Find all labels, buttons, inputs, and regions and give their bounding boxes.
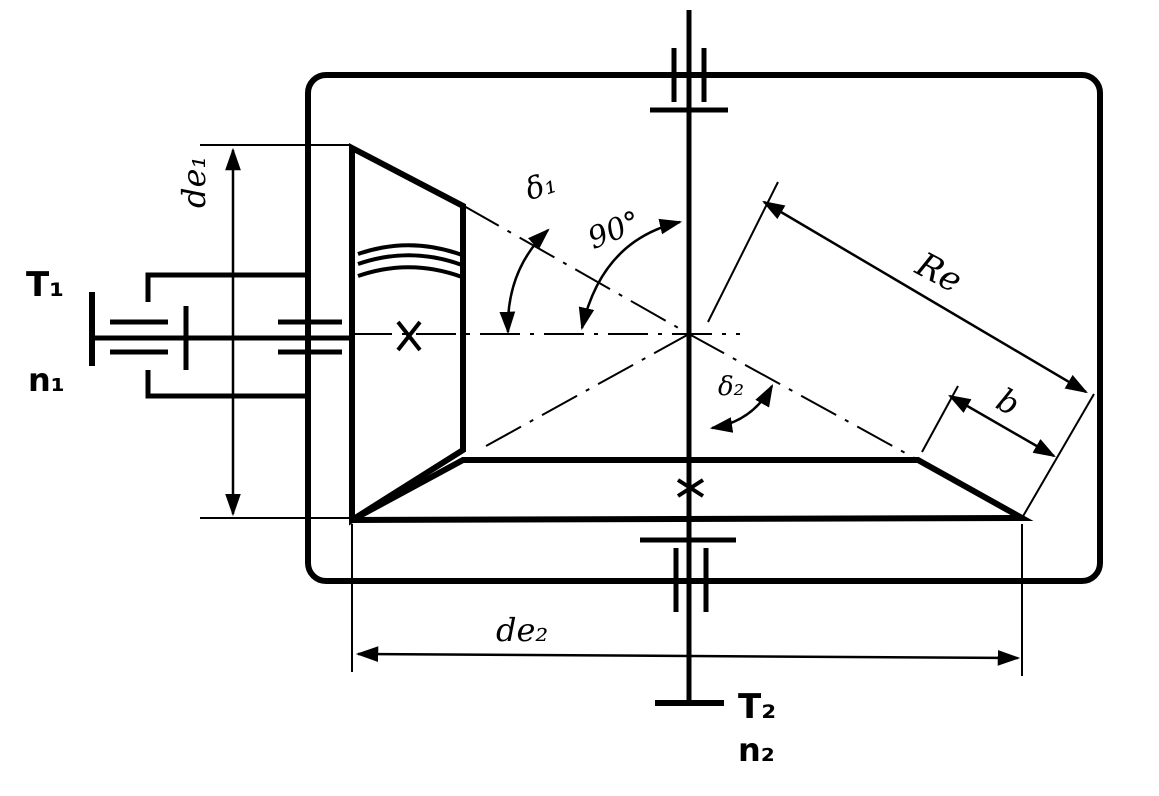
gearbox-housing bbox=[305, 72, 1103, 584]
angle-90-arc bbox=[578, 218, 683, 331]
delta2-label: δ₂ bbox=[718, 372, 745, 402]
pinion-center-mark bbox=[396, 320, 422, 352]
top-bearing bbox=[650, 48, 728, 113]
input-speed-label: n₁ bbox=[28, 361, 65, 399]
delta1-arc bbox=[499, 228, 550, 335]
output-speed-label: n₂ bbox=[738, 731, 775, 769]
de1-label: de₁ bbox=[175, 155, 213, 208]
pinion-teeth bbox=[357, 243, 463, 279]
re-dimension-line bbox=[762, 200, 1088, 394]
delta2-arc bbox=[709, 384, 774, 433]
bottom-bearing bbox=[640, 537, 736, 612]
input-torque-label: T₁ bbox=[26, 265, 65, 305]
pinion-gear bbox=[349, 143, 466, 526]
extension-lines bbox=[200, 144, 1095, 676]
de2-label: de₂ bbox=[496, 611, 549, 649]
b-dimension-line bbox=[948, 394, 1056, 458]
output-torque-label: T₂ bbox=[738, 687, 777, 727]
wheel-center-mark bbox=[676, 478, 705, 498]
input-coupling bbox=[110, 272, 342, 399]
de2-dimension-line bbox=[355, 646, 1021, 666]
